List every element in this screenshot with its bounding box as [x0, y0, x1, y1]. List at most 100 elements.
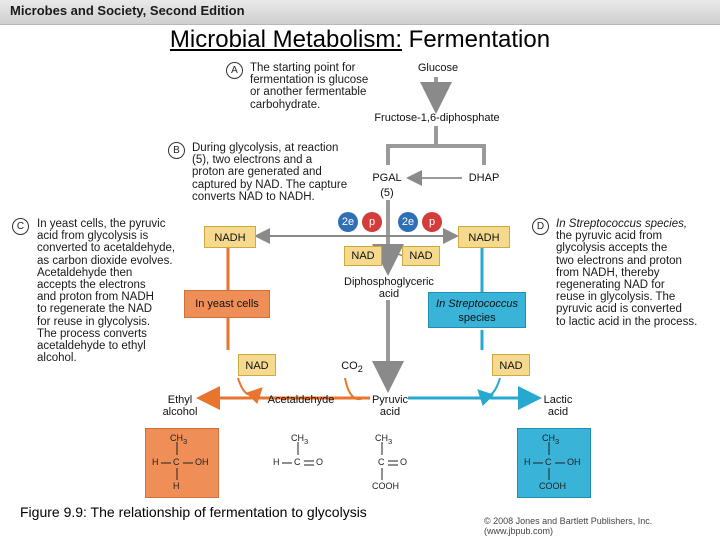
- atom-sub: 3: [304, 436, 309, 446]
- page-title: Microbial Metabolism: Fermentation: [0, 26, 720, 54]
- note-b-line: During glycolysis, at reaction: [192, 142, 339, 154]
- nadh-box-right: NADH: [458, 226, 510, 248]
- branch-split: [386, 144, 486, 165]
- note-c-line: alcohol.: [37, 352, 77, 365]
- note-c-line: Acetaldehyde then: [37, 266, 133, 279]
- ethyl-line: alcohol: [162, 406, 198, 418]
- co2-subscript: 2: [357, 364, 363, 375]
- atom: CH3: [375, 433, 392, 446]
- note-a: The starting point for fermentation is g…: [250, 62, 368, 111]
- note-c-line: accepts the electrons: [37, 279, 146, 292]
- note-d-line: glycolysis accepts the: [556, 242, 668, 255]
- pyruvic-label: Pyruvic acid: [360, 394, 420, 418]
- note-b-line: captured by NAD. The capture: [192, 178, 348, 191]
- atom-sub: 3: [388, 436, 393, 446]
- copyright-text: © 2008 Jones and Bartlett Publishers, In…: [484, 516, 653, 536]
- atom: O: [316, 457, 324, 467]
- note-d-line: reuse in glycolysis. The: [556, 291, 676, 304]
- atom-text: CH: [291, 433, 304, 443]
- atom: H: [173, 481, 180, 491]
- note-d-line: to lactic acid in the process.: [556, 315, 698, 328]
- note-d-line: two electrons and proton: [556, 254, 682, 267]
- note-b-line: converts NAD to NADH.: [192, 190, 315, 203]
- atom: C: [378, 457, 385, 467]
- blue-nad-curve: [477, 377, 501, 407]
- orange-co2-curve: [344, 377, 365, 400]
- note-c-line: acid from glycolysis is: [37, 230, 149, 243]
- atom: OH: [567, 457, 581, 467]
- note-c-line: to regenerate the NAD: [37, 303, 153, 316]
- note-d-line: regenerating NAD for: [556, 279, 665, 292]
- atom-sub: 3: [183, 436, 188, 446]
- atom: H: [524, 457, 531, 467]
- atom: O: [400, 457, 408, 467]
- note-d: In Streptococcus species, the pyruvic ac…: [556, 218, 697, 328]
- atom: CH3: [542, 433, 559, 446]
- proton-chip: p: [362, 212, 382, 232]
- atom: C: [173, 457, 180, 467]
- pyruvic-line: acid: [379, 406, 401, 418]
- dhap-label: DHAP: [468, 172, 500, 184]
- diphospho-label: Diphosphoglyceric acid: [330, 276, 448, 300]
- note-c-line: In yeast cells, the pyruvic: [37, 218, 166, 230]
- electron-chip: 2e: [398, 212, 418, 232]
- ethyl-structure-box: [145, 428, 219, 498]
- header-bar: [0, 0, 720, 25]
- atom-text: CH: [542, 433, 555, 443]
- note-c-line: The process converts: [37, 327, 147, 340]
- note-c-line: acetaldehyde to ethyl: [37, 340, 146, 353]
- note-a-line: The starting point for: [250, 62, 356, 74]
- co2-label: CO2: [332, 360, 372, 375]
- yeast-box: In yeast cells: [184, 290, 270, 318]
- step-a-marker: A: [226, 62, 243, 79]
- atom-text: CH: [170, 433, 183, 443]
- note-b-line: proton are generated and: [192, 166, 322, 179]
- lactic-line: acid: [547, 406, 569, 418]
- strep-box: In Streptococcus species: [428, 292, 526, 328]
- acetaldehyde-label: Acetaldehyde: [267, 394, 335, 406]
- pgal-label: PGAL: [372, 172, 402, 184]
- nadh-box-left: NADH: [204, 226, 256, 248]
- lactic-line: Lactic: [543, 394, 573, 406]
- step-b-marker: B: [168, 142, 185, 159]
- nad-box-right: NAD: [492, 354, 530, 376]
- note-c-line: and proton from NADH: [37, 291, 154, 304]
- atom-text: CH: [375, 433, 388, 443]
- lactic-label: Lactic acid: [528, 394, 588, 418]
- note-a-line: fermentation is glucose: [250, 74, 369, 87]
- note-d-line: pyruvic acid is converted: [556, 303, 682, 316]
- nad-box-left: NAD: [238, 354, 276, 376]
- note-b: During glycolysis, at reaction (5), two …: [192, 142, 347, 203]
- atom: COOH: [539, 481, 566, 491]
- nad-box-center-right: NAD: [402, 246, 440, 266]
- strep-box-line: In Streptococcus: [436, 298, 518, 310]
- fructose-label: Fructose-1,6-diphosphate: [374, 112, 500, 124]
- note-c: In yeast cells, the pyruvic acid from gl…: [37, 218, 175, 364]
- note-d-line: the pyruvic acid from: [556, 230, 663, 243]
- co2-text: CO: [341, 360, 358, 372]
- note-c-line: for reuse in glycolysis.: [37, 315, 151, 328]
- note-d-line: In Streptococcus species,: [556, 218, 688, 230]
- atom: H: [152, 457, 159, 467]
- lactic-structure-box: [517, 428, 591, 498]
- note-b-line: (5), two electrons and a: [192, 154, 313, 167]
- note-c-line: as carbon dioxide evolves.: [37, 254, 173, 267]
- step-d-marker: D: [532, 218, 549, 235]
- nad-box-center-left: NAD: [344, 246, 382, 266]
- ethyl-line: Ethyl: [167, 394, 193, 406]
- atom: C: [294, 457, 301, 467]
- atom: CH3: [291, 433, 308, 446]
- pyruvic-line: Pyruvic: [371, 394, 409, 406]
- pgal-step-label: (5): [380, 187, 394, 199]
- note-a-line: or another fermentable: [250, 86, 367, 99]
- book-title: Microbes and Society, Second Edition: [10, 3, 245, 18]
- atom: CH3: [170, 433, 187, 446]
- note-a-line: carbohydrate.: [250, 98, 321, 111]
- atom: COOH: [372, 481, 399, 491]
- atom: H: [273, 457, 280, 467]
- title-underlined: Microbial Metabolism:: [169, 26, 402, 53]
- atom: C: [545, 457, 552, 467]
- strep-box-line: species: [458, 312, 496, 324]
- atom-sub: 3: [555, 436, 560, 446]
